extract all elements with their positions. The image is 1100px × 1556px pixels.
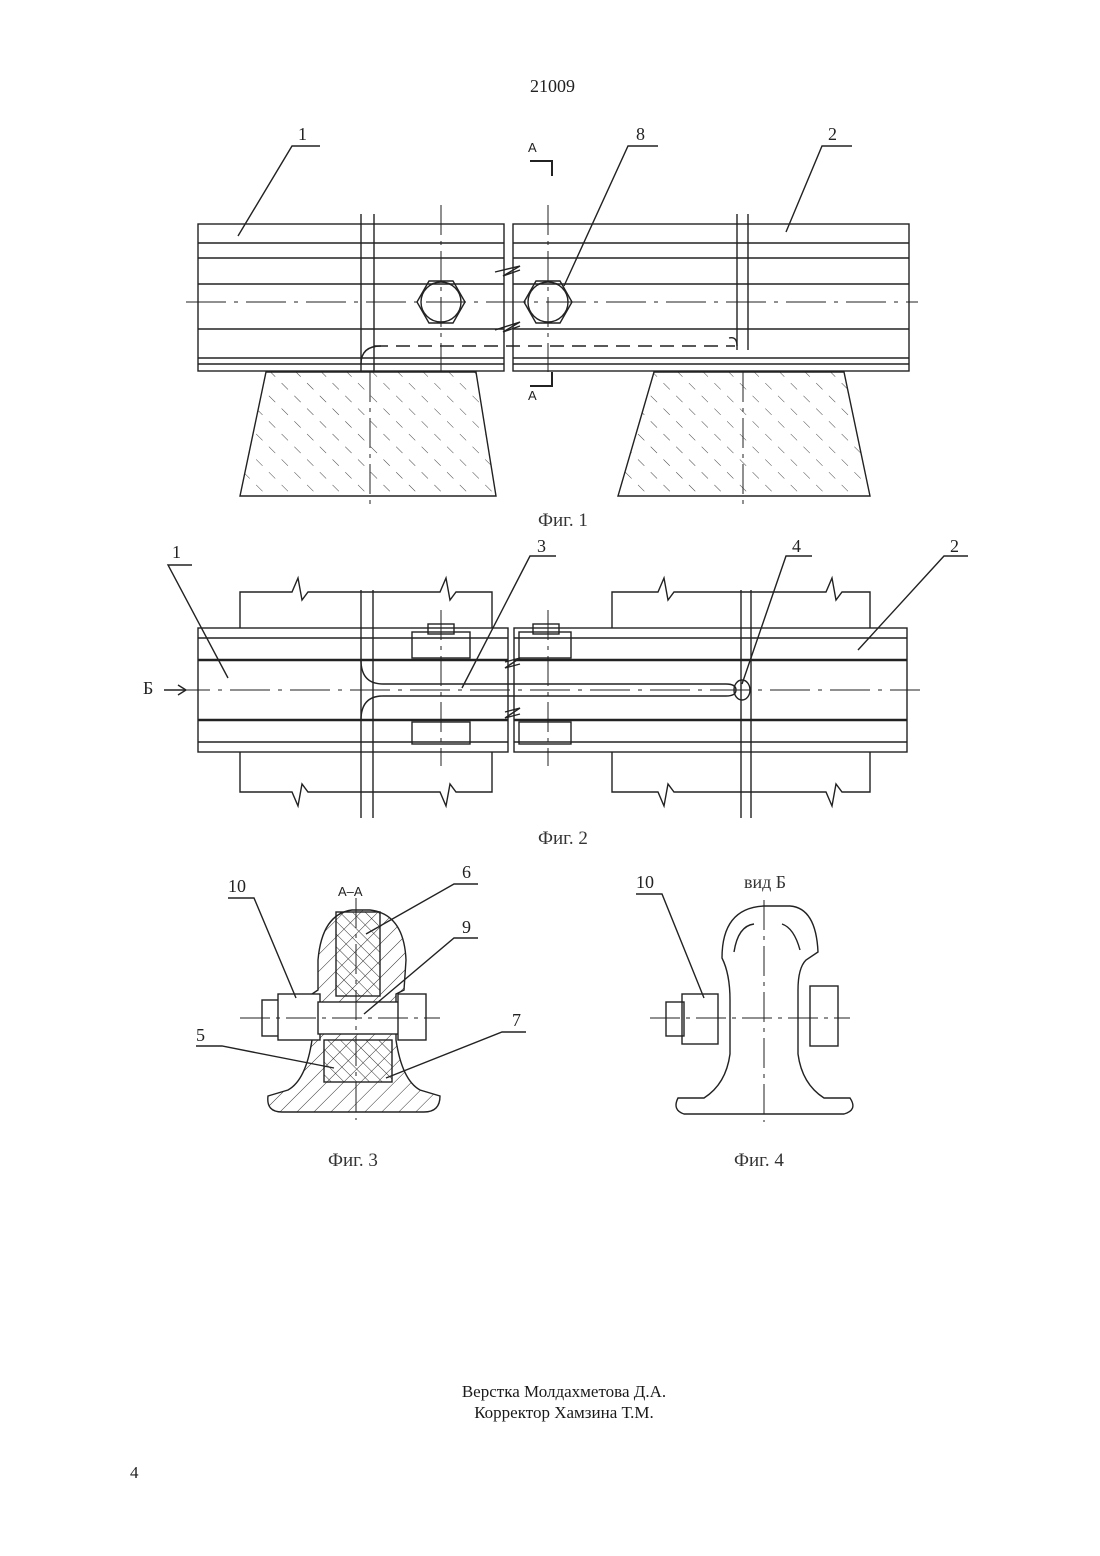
fig3-label-9: 9 (462, 917, 471, 938)
fig4-view-title: вид Б (744, 872, 786, 893)
sleeper-right (618, 372, 870, 496)
fig2-label-2: 2 (950, 536, 959, 557)
fig1-label-1: 1 (298, 124, 307, 145)
page-number: 4 (130, 1463, 139, 1483)
fig3-label-10: 10 (228, 876, 246, 897)
fig3-caption: Фиг. 3 (328, 1150, 378, 1172)
fig3-label-5: 5 (196, 1025, 205, 1046)
fig2-label-1: 1 (172, 542, 181, 563)
sleeper-left (240, 372, 496, 496)
footer-credits: Верстка Молдахметова Д.А. Корректор Хамз… (414, 1381, 714, 1423)
figure-3 (196, 884, 526, 1120)
fig1-caption: Фиг. 1 (538, 510, 588, 532)
fig3-label-7: 7 (512, 1010, 521, 1031)
fig4-caption: Фиг. 4 (734, 1150, 784, 1172)
fig1-label-2: 2 (828, 124, 837, 145)
fig2-label-4: 4 (792, 536, 801, 557)
fig2-caption: Фиг. 2 (538, 828, 588, 850)
section-mark-top: А (528, 140, 537, 155)
section-mark-bottom: А (528, 388, 537, 403)
view-arrow-label: Б (143, 678, 153, 699)
fig4-label-10: 10 (636, 872, 654, 893)
fig1-label-8: 8 (636, 124, 645, 145)
rail-right (513, 224, 909, 371)
footer-layout: Верстка Молдахметова Д.А. (414, 1381, 714, 1402)
figure-2 (164, 556, 968, 818)
fig2-label-3: 3 (537, 536, 546, 557)
figure-1 (186, 146, 918, 508)
fig3-label-6: 6 (462, 862, 471, 883)
figure-4 (636, 894, 853, 1122)
fig3-section-title: А–А (338, 884, 363, 899)
footer-corrector: Корректор Хамзина Т.М. (414, 1402, 714, 1423)
rail-left (198, 224, 504, 371)
